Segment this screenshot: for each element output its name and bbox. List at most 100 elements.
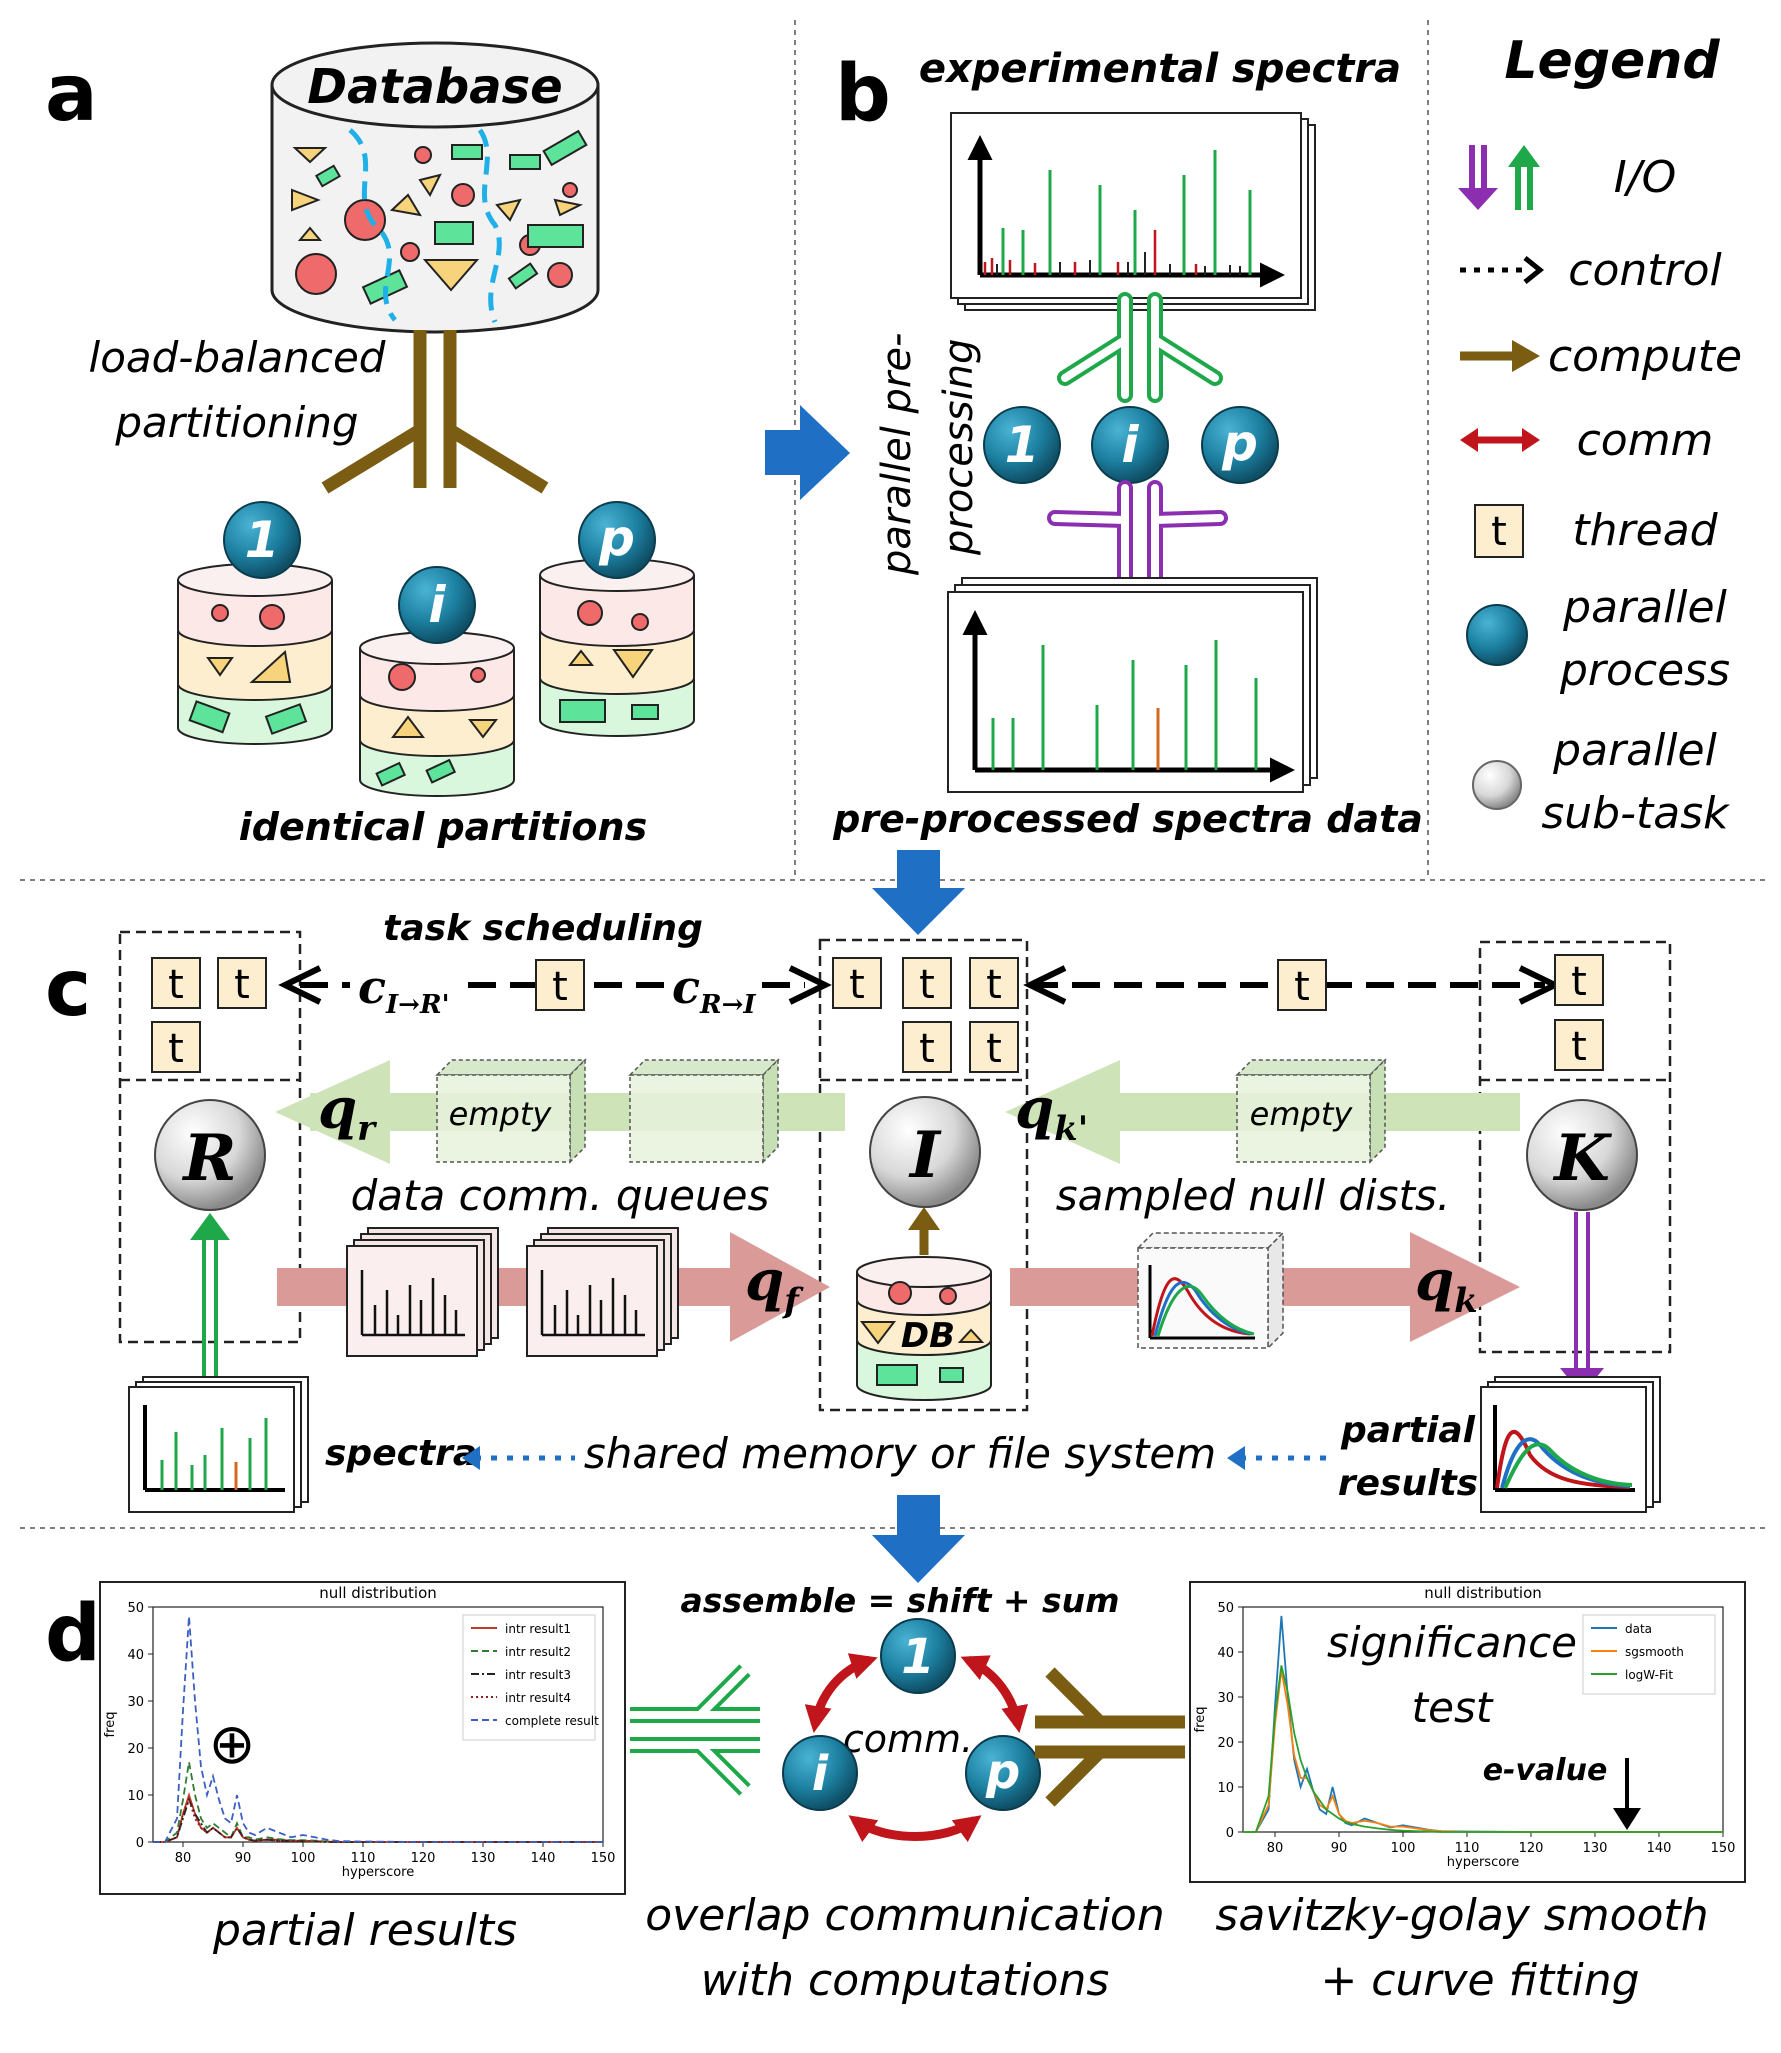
database-label: Database — [307, 59, 562, 115]
process-i-label: i — [428, 576, 446, 634]
c-RI-sub: R→I — [699, 990, 756, 1020]
c-IR-sub: I→R' — [385, 990, 450, 1020]
node-I-label: I — [908, 1118, 942, 1193]
panel-c: task scheduling cI→R' — [118, 908, 1672, 1513]
control-arrow-icon — [1460, 256, 1545, 284]
series-line — [153, 1797, 603, 1843]
y-tick-label: 40 — [127, 1648, 144, 1663]
node-K: K — [1526, 1099, 1638, 1211]
panel-label-d: d — [45, 1589, 101, 1679]
legend-thread-label: thread — [1572, 505, 1718, 556]
chart-title: null distribution — [319, 1584, 437, 1602]
partition-p — [539, 558, 695, 737]
d-process-i-label: i — [812, 1746, 829, 1802]
spectra-cube-1 — [346, 1227, 499, 1357]
significance-line1: significance — [1327, 1618, 1577, 1667]
y-axis-label: freq — [103, 1712, 118, 1738]
panel-a: Database load-balanced partitioning — [89, 41, 695, 849]
thread-box-icon: t — [1474, 504, 1524, 558]
caption-overlap-line1: overlap communication — [645, 1890, 1165, 1941]
x-tick-label: 90 — [1331, 1841, 1348, 1856]
c-IR-label: cI→R' — [350, 960, 455, 1020]
compute-merge-brown-icon — [1035, 1667, 1185, 1807]
legend-entry: sgsmooth — [1625, 1645, 1684, 1659]
x-tick-label: 150 — [591, 1851, 616, 1866]
b-process-i-circle: i — [1091, 406, 1169, 484]
sampled-null-dists-label: sampled null dists. — [1056, 1171, 1451, 1220]
x-tick-label: 120 — [411, 1851, 436, 1866]
x-tick-label: 110 — [1455, 1841, 1480, 1856]
series-line — [153, 1761, 603, 1843]
x-tick-label: 140 — [531, 1851, 556, 1866]
thread-box: t — [151, 1021, 201, 1073]
panel-label-b: b — [835, 49, 891, 139]
y-tick-label: 10 — [127, 1789, 144, 1804]
legend-entry: intr result1 — [505, 1622, 571, 1636]
thread-glyph: t — [1294, 964, 1310, 1010]
partition-i — [359, 631, 515, 797]
legend-entry: complete result — [505, 1714, 599, 1728]
thread-glyph: t — [986, 962, 1002, 1008]
process-1-label: 1 — [245, 511, 280, 569]
partition-1 — [177, 563, 333, 745]
data-comm-queues-label: data comm. queues — [351, 1171, 770, 1220]
svg-text:qk': qk' — [1015, 1076, 1088, 1149]
thread-glyph: t — [986, 1026, 1002, 1072]
io-dotted-arrow-left — [462, 1446, 575, 1470]
spectra-cube-2 — [526, 1227, 679, 1357]
empty-queue-box-1: empty — [435, 1058, 587, 1164]
svg-text:qr: qr — [318, 1076, 377, 1149]
caption-savitzky-line1: savitzky-golay smooth — [1215, 1890, 1708, 1941]
subtask-circle-icon — [1472, 760, 1522, 810]
partitioning-label-line1: load-balanced — [89, 333, 386, 382]
legend: Legend I/O control compute comm t t — [1458, 31, 1742, 839]
x-tick-label: 120 — [1519, 1841, 1544, 1856]
parallel-preprocessing-label-line2: processing — [936, 339, 982, 556]
y-tick-label: 30 — [127, 1695, 144, 1710]
spectra-label: spectra — [325, 1433, 477, 1474]
b-process-i-label: i — [1121, 416, 1139, 474]
legend-entry: intr result4 — [505, 1691, 571, 1705]
chart-title: null distribution — [1424, 1584, 1542, 1602]
io-fork-purple-icon — [1047, 480, 1228, 598]
parallel-preprocessing-label-line1: parallel pre- — [874, 333, 920, 576]
legend-thread-glyph: t — [1491, 509, 1507, 555]
x-tick-label: 140 — [1647, 1841, 1672, 1856]
qr-main: q — [318, 1076, 357, 1142]
db-cylinder-I: DB — [856, 1256, 992, 1401]
compute-fork-icon — [321, 330, 549, 494]
significance-line2: test — [1412, 1683, 1494, 1732]
process-i-circle: i — [398, 566, 476, 644]
d-process-1-label: 1 — [901, 1629, 934, 1685]
thread-glyph: t — [234, 962, 250, 1008]
qf-main: q — [745, 1248, 784, 1314]
preprocessed-spectrum-plot — [962, 610, 1295, 783]
b-process-1-label: 1 — [1005, 416, 1040, 474]
shared-memory-label: shared memory or file system — [584, 1429, 1216, 1478]
io-arrow-from-K — [1560, 1212, 1604, 1395]
task-scheduling-label: task scheduling — [383, 908, 703, 949]
y-tick-label: 0 — [136, 1836, 144, 1851]
io-dotted-arrow-right — [1227, 1446, 1330, 1470]
x-tick-label: 90 — [235, 1851, 252, 1866]
thread-glyph: t — [849, 962, 865, 1008]
null-dist-cube — [1136, 1231, 1285, 1350]
d-process-p-circle: p — [965, 1735, 1041, 1811]
experimental-spectrum-plot — [967, 135, 1285, 288]
process-p-label: p — [598, 509, 635, 567]
spectra-mini-stack — [128, 1376, 309, 1513]
x-tick-label: 100 — [291, 1851, 316, 1866]
empty-queue-box-3: empty — [1235, 1058, 1387, 1164]
y-tick-label: 0 — [1226, 1826, 1234, 1841]
thread-box: t — [969, 957, 1019, 1009]
db-label: DB — [901, 1316, 955, 1356]
node-R-label: R — [181, 1121, 236, 1196]
comm-label: comm. — [843, 1717, 973, 1761]
legend-process-line2: process — [1559, 645, 1730, 696]
legend-title: Legend — [1504, 31, 1720, 91]
oplus-symbol: ⊕ — [209, 1712, 256, 1777]
thread-box: t — [1554, 954, 1604, 1006]
